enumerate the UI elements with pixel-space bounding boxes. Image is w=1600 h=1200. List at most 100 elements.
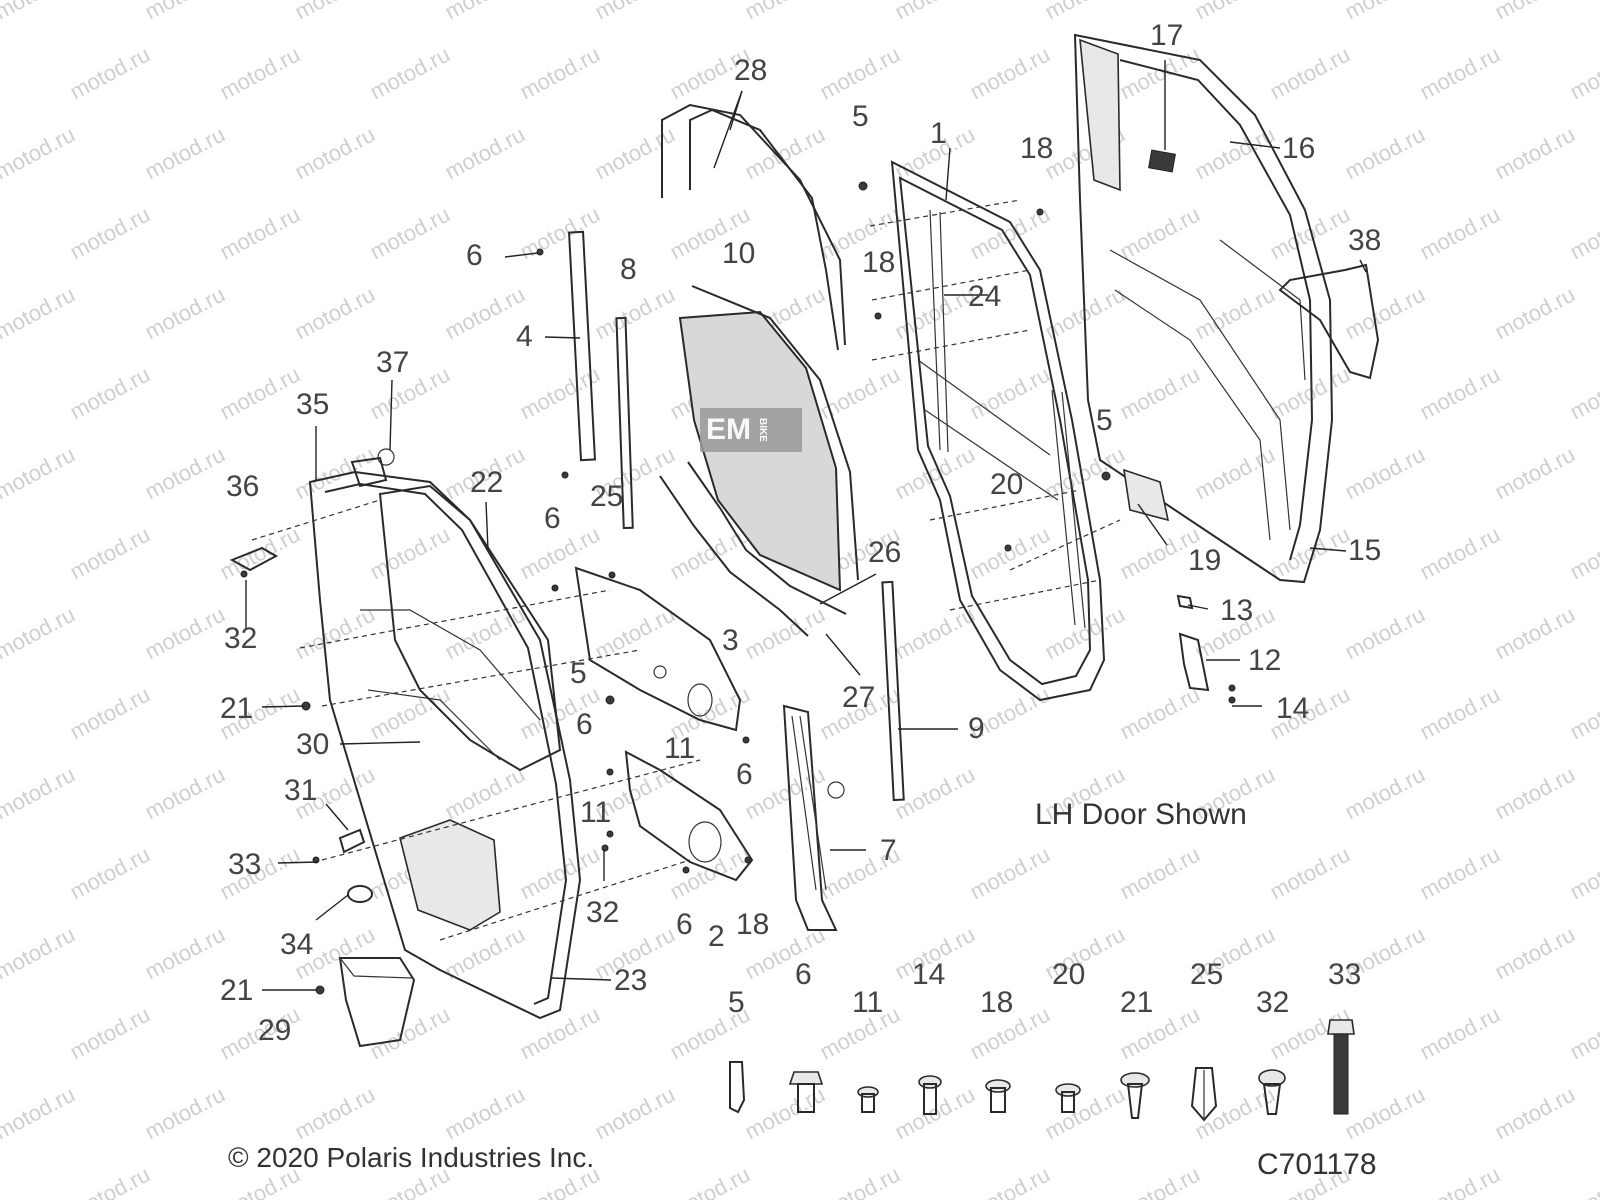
watermark-text: motod.ru	[1116, 1162, 1204, 1200]
watermark-text: motod.ru	[1566, 362, 1600, 425]
watermark-text: motod.ru	[1566, 1162, 1600, 1200]
watermark-text: motod.ru	[66, 202, 154, 265]
watermark-text: motod.ru	[1341, 282, 1429, 345]
watermark-text: motod.ru	[1341, 122, 1429, 185]
watermark-text: motod.ru	[966, 1162, 1054, 1200]
callout-30: 30	[296, 728, 329, 761]
callout-2: 2	[708, 920, 725, 953]
watermark-text: motod.ru	[741, 1082, 829, 1145]
watermark-text: motod.ru	[1491, 122, 1579, 185]
watermark-text: motod.ru	[141, 282, 229, 345]
callout-37: 37	[376, 346, 409, 379]
watermark-text: motod.ru	[366, 202, 454, 265]
watermark-text: motod.ru	[366, 1002, 454, 1065]
callout-8: 8	[620, 253, 637, 286]
callout-35: 35	[296, 388, 329, 421]
legend-label-5: 5	[728, 986, 745, 1019]
watermark-text: motod.ru	[1041, 1082, 1129, 1145]
callout-5a: 5	[852, 100, 869, 133]
callout-20: 20	[990, 468, 1023, 501]
watermark-text: motod.ru	[741, 602, 829, 665]
watermark-text: motod.ru	[0, 762, 79, 825]
callout-6b: 6	[544, 502, 561, 535]
em-bike-stamp: EM BIKE	[700, 408, 802, 452]
watermark-text: motod.ru	[1566, 42, 1600, 105]
regulator-bracket-part-2	[624, 750, 754, 882]
watermark-text: motod.ru	[1341, 442, 1429, 505]
watermark-text: motod.ru	[816, 42, 904, 105]
watermark-text: motod.ru	[1491, 922, 1579, 985]
glass-run-channel-part-10	[691, 285, 859, 581]
hardware-legend: 5 6 11 14 18 20 21	[728, 958, 1361, 1122]
watermark-text: motod.ru	[891, 1082, 979, 1145]
watermark-text: motod.ru	[816, 362, 904, 425]
watermark-text: motod.ru	[141, 0, 229, 24]
latch-part-12-13	[1176, 594, 1210, 692]
watermark-text: motod.ru	[216, 522, 304, 585]
watermark-text: motod.ru	[1416, 522, 1504, 585]
clip-nut-icon	[729, 1061, 746, 1114]
watermark-text: motod.ru	[291, 0, 379, 24]
vertical-channel-part-4	[567, 230, 597, 462]
watermark-text: motod.ru	[441, 122, 529, 185]
callout-33: 33	[228, 848, 261, 881]
callout-6c: 6	[576, 708, 593, 741]
watermark-text: motod.ru	[1566, 202, 1600, 265]
watermark-text: motod.ru	[216, 202, 304, 265]
watermark-text: motod.ru	[1266, 42, 1354, 105]
stamp-subtext: BIKE	[757, 418, 768, 442]
watermark-text: motod.ru	[66, 42, 154, 105]
watermark-text: motod.ru	[0, 1082, 79, 1145]
callout-9: 9	[968, 712, 985, 745]
watermark-text: motod.ru	[291, 602, 379, 665]
lower-glass-seal-part-26-27	[659, 461, 847, 637]
watermark-text: motod.ru	[1491, 282, 1579, 345]
watermark-text: motod.ru	[966, 522, 1054, 585]
callout-11a: 11	[664, 732, 695, 765]
callout-6d: 6	[736, 758, 753, 791]
watermark-text: motod.ru	[291, 1082, 379, 1145]
callout-18b: 18	[862, 246, 895, 279]
push-rivet-icon	[1055, 1083, 1081, 1113]
watermark-text: motod.ru	[1491, 442, 1579, 505]
watermark-text: motod.ru	[291, 282, 379, 345]
callout-12: 12	[1248, 644, 1281, 677]
watermark-text: motod.ru	[1416, 362, 1504, 425]
watermark-text: motod.ru	[1116, 682, 1204, 745]
watermark-text: motod.ru	[1566, 682, 1600, 745]
watermark-text: motod.ru	[1566, 1002, 1600, 1065]
watermark-text: motod.ru	[1416, 42, 1504, 105]
watermark-text: motod.ru	[66, 1162, 154, 1200]
watermark-text: motod.ru	[1116, 842, 1204, 905]
legend-label-6: 6	[795, 958, 812, 991]
watermark-text: motod.ru	[366, 522, 454, 585]
watermark-text: motod.ru	[0, 282, 79, 345]
hinge-bracket-part-38	[1278, 263, 1380, 380]
watermark-text: motod.ru	[141, 442, 229, 505]
watermark-text: motod.ru	[66, 522, 154, 585]
callout-1: 1	[930, 117, 947, 150]
watermark-text: motod.ru	[891, 442, 979, 505]
watermark-text: motod.ru	[291, 122, 379, 185]
short-screw-icon	[857, 1086, 879, 1113]
callout-23: 23	[614, 964, 647, 997]
watermark-text: motod.ru	[0, 122, 79, 185]
phillips-screw-icon	[1258, 1069, 1286, 1115]
legend-label-33: 33	[1328, 958, 1361, 991]
watermark-text: motod.ru	[141, 1082, 229, 1145]
copyright-text: © 2020 Polaris Industries Inc.	[228, 1142, 595, 1173]
watermark-text: motod.ru	[441, 762, 529, 825]
watermark-text: motod.ru	[216, 362, 304, 425]
legend-label-11: 11	[852, 986, 883, 1019]
watermark-text: motod.ru	[141, 762, 229, 825]
spring-clip-icon	[1190, 1067, 1218, 1122]
watermark-text: motod.ru	[0, 682, 4, 745]
hex-flange-bolt-icon	[788, 1071, 824, 1113]
stamp-text: EM	[706, 413, 751, 446]
storage-pocket-part-29	[338, 957, 416, 1048]
watermark-text: motod.ru	[591, 1082, 679, 1145]
callout-4: 4	[516, 320, 533, 353]
callout-36: 36	[226, 470, 259, 503]
watermark-text: motod.ru	[66, 1002, 154, 1065]
watermark-text: motod.ru	[441, 1082, 529, 1145]
